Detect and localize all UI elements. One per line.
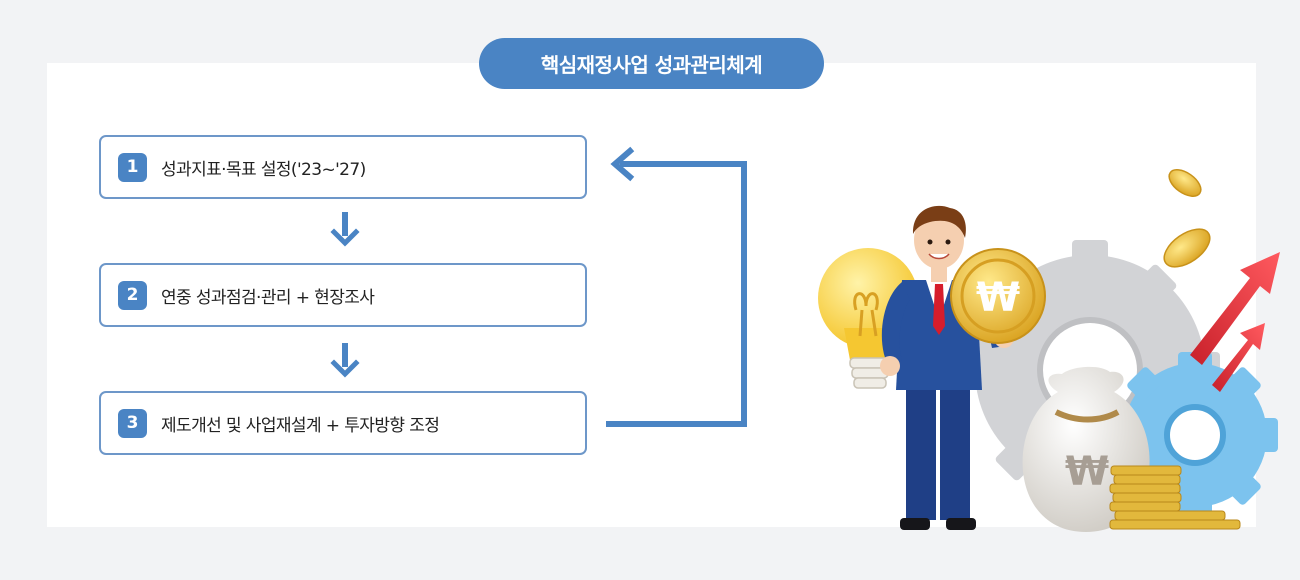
step-1-number: 1 xyxy=(118,152,147,182)
coin-won-symbol: ₩ xyxy=(976,275,1020,321)
business-growth-illustration: ₩ xyxy=(818,169,1280,532)
won-coin-icon: ₩ xyxy=(950,248,1046,344)
floating-coin-icon xyxy=(1163,169,1211,268)
down-arrow-icon xyxy=(330,212,360,247)
coin-stack-icon xyxy=(1109,465,1241,530)
step-2-label: 연중 성과점검·관리 + 현장조사 xyxy=(161,287,375,308)
step-2-box: 2 연중 성과점검·관리 + 현장조사 xyxy=(99,263,587,327)
step-1-box: 1 성과지표·목표 설정('23~'27) xyxy=(99,135,587,199)
rising-arrow-icon xyxy=(1190,252,1280,392)
step-3-number: 3 xyxy=(118,408,147,438)
down-arrow-icon xyxy=(330,343,360,378)
bag-won-symbol: ₩ xyxy=(1065,449,1109,495)
step-1-label: 성과지표·목표 설정('23~'27) xyxy=(161,159,366,180)
page-title: 핵심재정사업 성과관리체계 xyxy=(479,38,824,89)
feedback-loop-arrow-icon xyxy=(606,146,747,427)
step-3-label: 제도개선 및 사업재설계 + 투자방향 조정 xyxy=(161,415,440,436)
step-3-box: 3 제도개선 및 사업재설계 + 투자방향 조정 xyxy=(99,391,587,455)
step-2-number: 2 xyxy=(118,280,147,310)
